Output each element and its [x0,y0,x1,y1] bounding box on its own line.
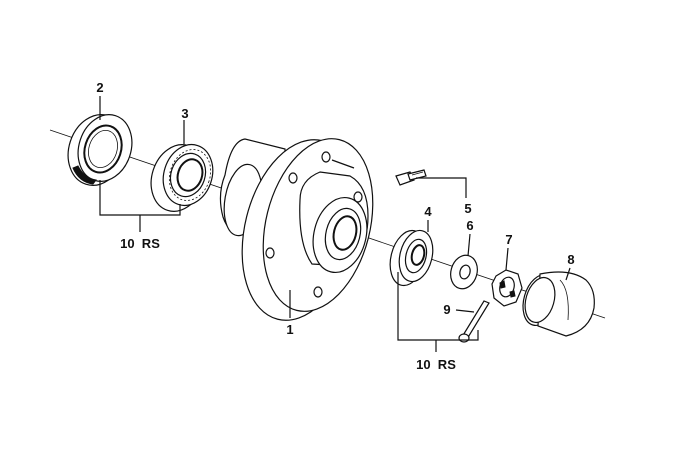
kit-label-right: 10 RS [416,357,456,372]
shaft-seal-part [67,114,133,186]
callout-6: 6 [466,218,473,233]
outer-bearing-part [389,229,434,287]
wheel-hub-part [219,138,374,321]
inner-bearing-part [150,143,214,212]
callout-3: 3 [181,106,188,121]
callout-5: 5 [464,201,471,216]
split-pin-part [458,300,490,343]
callout-7: 7 [505,232,512,247]
callout-4: 4 [424,204,432,219]
callout-8: 8 [567,252,574,267]
kit-label-left: 10 RS [120,236,160,251]
grease-cap-part [522,271,595,337]
leader-lines [99,96,571,352]
callout-2: 2 [96,80,103,95]
callout-1: 1 [286,322,293,337]
castle-nut-part [491,269,523,307]
callout-9: 9 [443,302,450,317]
wheel-bolt-part [395,169,427,186]
thrust-washer-part [450,254,478,290]
